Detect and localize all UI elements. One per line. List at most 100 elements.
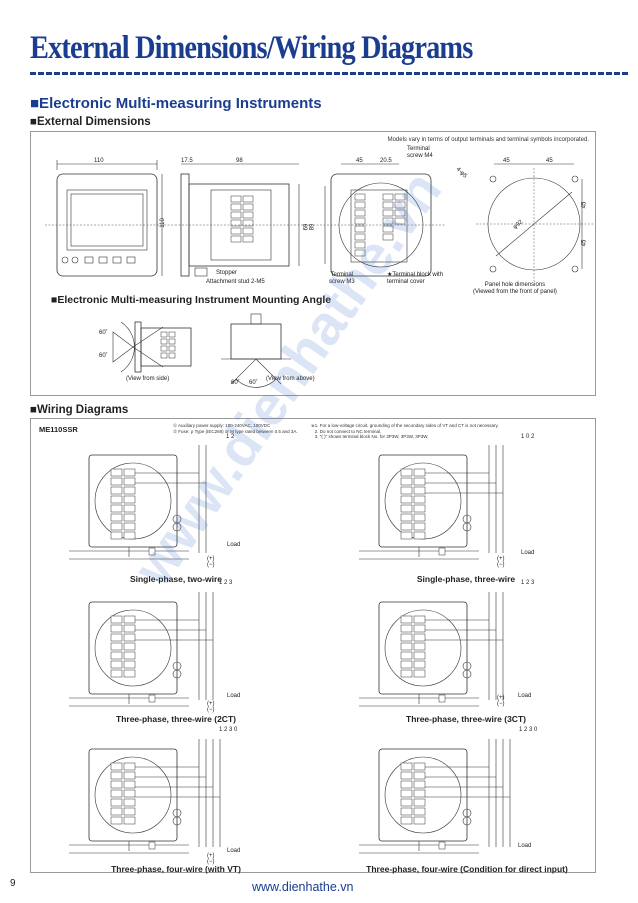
terminal-m3-label: Terminal screw M3 <box>329 272 355 285</box>
terminal-b-4-5 <box>123 807 136 816</box>
phase-nums-1: 1 0 2 <box>521 434 535 440</box>
terminal-b-2-6 <box>123 669 136 678</box>
caption-single-three: Single-phase, three-wire <box>416 574 516 584</box>
section-wiring-diagrams: ■Wiring Diagrams <box>30 404 129 416</box>
terminal-b-3-1 <box>413 624 426 633</box>
section-mounting-angle: ■Electronic Multi-measuring Instrument M… <box>51 294 332 306</box>
dim-45-hole-a: 45 <box>503 158 510 164</box>
angle-bottom: 60˚ <box>99 353 108 359</box>
fuse-3 <box>438 694 446 703</box>
terminal-b-2-0 <box>123 615 136 624</box>
caption-three-three-2ct: Three-phase, three-wire (2CT) <box>116 714 236 724</box>
terminal-b-0-6 <box>123 522 136 531</box>
terminal-b-0-4 <box>123 504 136 513</box>
terminal-a-5-4 <box>400 798 413 807</box>
load-2: Load <box>227 693 241 699</box>
terminal-a-0-4 <box>110 504 123 513</box>
dim-89: 89 <box>309 223 316 231</box>
mount-side-drawing <box>112 321 192 373</box>
terminal-a-3-5 <box>400 660 413 669</box>
terminal-a-1-4 <box>400 504 413 513</box>
wiring-note-left: ① Auxiliary power supply: 100-240VAC, 10… <box>173 423 298 434</box>
title-rule <box>30 72 630 75</box>
meter-face-2 <box>94 609 172 687</box>
terminal-b-0-1 <box>123 477 136 486</box>
load-1: Load <box>521 550 535 556</box>
terminal-b-0-5 <box>123 513 136 522</box>
caption-three-four-direct: Three-phase, four-wire (Condition for di… <box>366 864 568 874</box>
meter-face-3 <box>384 609 462 687</box>
fuse-1 <box>438 547 446 556</box>
dim-98: 98 <box>236 158 243 164</box>
terminal-b-5-1 <box>413 771 426 780</box>
terminal-a-1-2 <box>400 486 413 495</box>
terminal-a-5-5 <box>400 807 413 816</box>
meter-face-4 <box>94 756 172 834</box>
terminal-a-0-0 <box>110 468 123 477</box>
terminal-a-4-6 <box>110 816 123 825</box>
meter-body-3 <box>378 601 468 695</box>
terminal-b-2-2 <box>123 633 136 642</box>
terminal-a-0-5 <box>110 513 123 522</box>
fuse-2 <box>148 694 156 703</box>
angle-left: 60˚ <box>231 380 240 386</box>
dim-45-hole-b: 45 <box>546 158 553 164</box>
terminal-b-4-1 <box>123 771 136 780</box>
terminal-a-1-1 <box>400 477 413 486</box>
wiring-diagrams-drawing <box>69 445 511 854</box>
terminal-a-2-5 <box>110 660 123 669</box>
dim-45-rear: 45 <box>356 158 363 164</box>
aux-plus-1: (+) <box>497 556 505 562</box>
terminal-b-4-0 <box>123 762 136 771</box>
wiring-diagrams-panel: ME110SSR ① Auxiliary power supply: 100-2… <box>30 418 596 874</box>
terminal-b-0-2 <box>123 486 136 495</box>
front-view-drawing <box>45 160 175 277</box>
terminal-a-2-6 <box>110 669 123 678</box>
terminal-a-2-3 <box>110 642 123 651</box>
terminal-b-3-0 <box>413 615 426 624</box>
caption-single-two: Single-phase, two-wire <box>129 574 223 584</box>
terminal-a-5-1 <box>400 771 413 780</box>
terminal-b-1-7 <box>413 531 426 540</box>
angle-right: 60˚ <box>249 380 258 386</box>
meter-face-5 <box>384 756 462 834</box>
vt-coil-b-4 <box>172 816 182 826</box>
section-external-dimensions: ■External Dimensions <box>30 116 151 128</box>
angle-top: 60˚ <box>99 330 108 336</box>
terminal-b-3-6 <box>413 669 426 678</box>
terminal-a-0-3 <box>110 495 123 504</box>
terminal-b-4-6 <box>123 816 136 825</box>
terminal-a-1-3 <box>400 495 413 504</box>
aux-plus-4: (+) <box>207 853 215 859</box>
view-from-side: (View from side) <box>126 376 170 382</box>
phase-nums-0: 1 2 <box>226 434 235 440</box>
terminal-a-2-1 <box>110 624 123 633</box>
terminal-b-0-7 <box>123 531 136 540</box>
terminal-b-5-0 <box>413 762 426 771</box>
meter-body-5 <box>378 748 468 842</box>
panel-hole-label: Panel hole dimensions (Viewed from the f… <box>473 282 557 295</box>
view-from-above: (View from above) <box>266 376 315 382</box>
terminal-a-3-1 <box>400 624 413 633</box>
terminal-a-3-0 <box>400 615 413 624</box>
fuse-5 <box>438 841 446 850</box>
terminal-a-0-2 <box>110 486 123 495</box>
page-title: External Dimensions/Wiring Diagrams <box>30 30 473 66</box>
terminal-a-2-2 <box>110 633 123 642</box>
stopper-label: Stopper <box>216 270 238 276</box>
terminal-a-2-0 <box>110 615 123 624</box>
model-name: ME110SSR <box>39 425 78 434</box>
terminal-a-5-2 <box>400 780 413 789</box>
terminal-a-4-4 <box>110 798 123 807</box>
aux-minus-2: (−) <box>207 707 215 713</box>
phase-nums-4: 1 2 3 0 <box>219 727 238 733</box>
mount-above-drawing <box>221 313 291 388</box>
vt-coil-b-5 <box>462 816 472 826</box>
terminal-a-1-0 <box>400 468 413 477</box>
footer-url[interactable]: www.dienhathe.vn <box>252 880 354 894</box>
terminal-b-5-2 <box>413 780 426 789</box>
terminal-a-1-6 <box>400 522 413 531</box>
terminal-a-2-4 <box>110 651 123 660</box>
phase-nums-2: 1 2 3 <box>219 580 233 586</box>
terminal-a-1-5 <box>400 513 413 522</box>
